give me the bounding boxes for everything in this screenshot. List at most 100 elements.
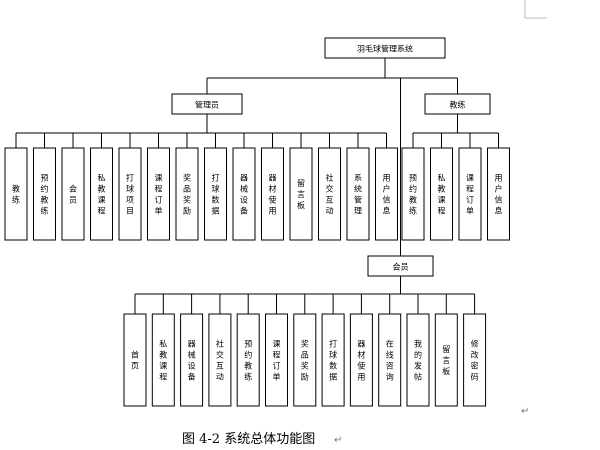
member-item-char: 板 <box>442 366 450 376</box>
admin-item-char: 系 <box>354 173 362 183</box>
admin-item-box <box>90 147 113 241</box>
admin-item-box <box>61 147 85 241</box>
admin-item-char: 息 <box>383 206 391 216</box>
admin-item-box <box>33 147 56 241</box>
coach-item-char: 单 <box>466 206 474 216</box>
coach-item-char: 用 <box>495 174 503 183</box>
admin-item-char: 品 <box>183 185 191 194</box>
admin-item-char: 课 <box>98 196 106 205</box>
admin-item-char: 球 <box>126 184 134 194</box>
member-item-box <box>151 313 175 407</box>
admin-item-char: 教 <box>98 184 106 194</box>
member-item-label: 器械设备 <box>188 340 196 382</box>
member-item-char: 程 <box>273 351 281 360</box>
root-box <box>324 37 446 59</box>
admin-item-label: 打球数据 <box>212 173 220 216</box>
member-item-label: 预约教练 <box>244 339 252 382</box>
member-item-char: 打 <box>329 339 337 349</box>
member-item-char: 课 <box>159 362 167 371</box>
admin-item-char: 互 <box>326 196 334 205</box>
member-item-char: 留 <box>442 344 450 354</box>
admin-item-box <box>318 147 341 241</box>
member-item-char: 材 <box>357 350 365 360</box>
admin-item-char: 据 <box>212 206 220 216</box>
coach-item-4: 用户信息 <box>487 147 510 241</box>
admin-item-box <box>232 147 256 241</box>
admin-item-char: 单 <box>155 206 163 216</box>
coach-item-char: 约 <box>409 184 417 194</box>
coach-item-char: 练 <box>409 206 417 216</box>
admin-item-char: 社 <box>326 173 334 183</box>
admin-item-5: 打球项目 <box>118 147 142 241</box>
coach-item-box <box>401 147 425 241</box>
coach-item-char: 户 <box>495 184 503 194</box>
member-item-char: 首 <box>131 350 139 360</box>
admin-item-char: 练 <box>41 206 49 216</box>
member-item-12: 留言板 <box>434 313 458 407</box>
member-item-char: 据 <box>329 372 337 382</box>
member-label: 会员 <box>393 262 409 272</box>
member-item-char: 修 <box>471 339 479 349</box>
member-item-label: 我的发帖 <box>414 339 422 382</box>
member-item-char: 发 <box>414 361 422 371</box>
member-item-label: 社交互动 <box>216 339 224 382</box>
admin-item-char: 练 <box>12 195 20 205</box>
member-item-box <box>378 313 402 407</box>
admin-item-10: 器材使用 <box>261 147 284 241</box>
coach-item-char: 预 <box>409 173 417 183</box>
admin-item-char: 板 <box>297 200 305 210</box>
admin-item-char: 程 <box>98 207 106 216</box>
admin-item-char: 设 <box>240 195 248 205</box>
member-item-char: 互 <box>216 362 224 371</box>
figure-caption: 图 4-2 系统总体功能图 <box>182 432 315 447</box>
member-item-char: 帖 <box>414 372 422 382</box>
admin-item-box <box>346 147 370 241</box>
admin-item-9: 器械设备 <box>232 147 256 241</box>
admin-item-char: 材 <box>269 184 277 194</box>
admin-item-label: 会员 <box>69 184 77 205</box>
member-item-char: 品 <box>301 351 309 360</box>
member-item-label: 在线咨询 <box>386 339 394 382</box>
admin-item-box <box>118 147 142 241</box>
admin-item-8: 打球数据 <box>204 147 227 241</box>
coach-item-char: 私 <box>438 174 446 183</box>
member-item-char: 奖 <box>301 361 309 371</box>
admin-item-label: 奖品奖励 <box>183 173 191 216</box>
page-corner-mark <box>524 0 547 19</box>
admin-box <box>171 93 243 115</box>
admin-item-char: 器 <box>269 174 277 183</box>
admin-item-box <box>204 147 227 241</box>
admin-item-char: 私 <box>98 174 106 183</box>
admin-item-6: 课程订单 <box>147 147 170 241</box>
member-item-char: 备 <box>188 372 196 382</box>
member-item-label: 修改密码 <box>471 339 479 382</box>
coach-item-char: 订 <box>466 195 474 205</box>
member-item-11: 我的发帖 <box>406 313 430 407</box>
member-item-char: 页 <box>131 362 139 371</box>
coach-item-char: 程 <box>438 207 446 216</box>
member-item-3: 器械设备 <box>180 313 204 407</box>
member-item-9: 器材使用 <box>349 313 373 407</box>
coach-box <box>424 93 491 115</box>
member-item-box <box>463 313 487 407</box>
member-item-char: 预 <box>244 339 252 349</box>
member-item-char: 球 <box>329 350 337 360</box>
admin-item-char: 项 <box>126 196 134 205</box>
admin-item-char: 程 <box>155 185 163 194</box>
admin-item-char: 目 <box>126 207 134 216</box>
admin-item-char: 械 <box>240 184 248 194</box>
admin-item-char: 教 <box>41 195 49 205</box>
member-item-char: 单 <box>273 372 281 382</box>
coach-label: 教练 <box>450 100 466 110</box>
admin-item-label: 用户信息 <box>383 174 391 216</box>
admin-node: 管理员 <box>171 93 243 115</box>
admin-item-char: 器 <box>240 174 248 183</box>
coach-item-box <box>430 147 453 241</box>
coach-node: 教练 <box>424 93 491 115</box>
member-item-box <box>180 313 204 407</box>
admin-item-box <box>375 147 398 241</box>
admin-item-char: 管 <box>354 195 362 205</box>
member-item-char: 言 <box>442 355 450 365</box>
